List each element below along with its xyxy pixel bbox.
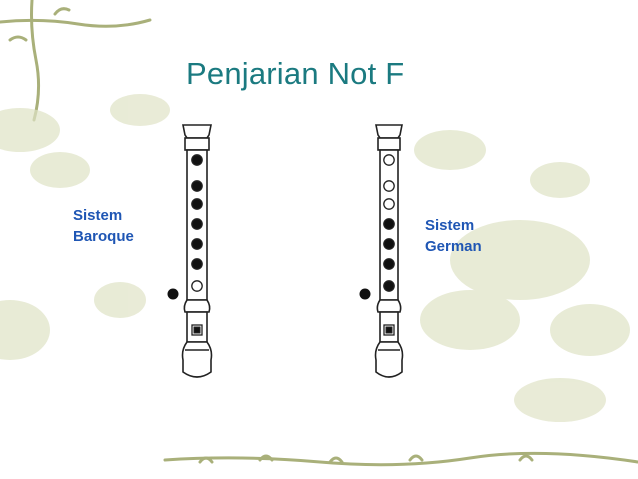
closed-hole xyxy=(191,154,203,166)
vine-bottom xyxy=(163,451,638,467)
label-german-line2: German xyxy=(425,238,482,255)
label-german-system: Sistem German xyxy=(425,215,482,257)
tone-holes xyxy=(167,154,203,336)
label-baroque-line1: Sistem xyxy=(73,207,123,224)
closed-hole xyxy=(383,218,395,230)
label-german-line1: Sistem xyxy=(425,217,475,234)
recorder-joint xyxy=(183,299,211,313)
leaf-cluster-left xyxy=(0,94,170,360)
closed-hole xyxy=(191,218,203,230)
label-baroque-line2: Baroque xyxy=(73,228,134,245)
closed-hole xyxy=(191,198,203,210)
vine-top-left xyxy=(0,0,152,122)
open-hole xyxy=(383,154,395,166)
thumb-hole-closed xyxy=(167,288,179,300)
closed-hole xyxy=(193,326,201,334)
closed-hole xyxy=(383,238,395,250)
recorder-head-ring xyxy=(377,137,401,151)
closed-hole xyxy=(191,180,203,192)
closed-hole xyxy=(191,258,203,270)
closed-hole xyxy=(385,326,393,334)
closed-hole xyxy=(191,238,203,250)
recorder-bell xyxy=(374,341,404,378)
recorder-bell xyxy=(181,341,213,378)
thumb-hole-closed xyxy=(359,288,371,300)
recorder-head-ring xyxy=(184,137,210,151)
closed-hole xyxy=(383,280,395,292)
closed-hole xyxy=(383,258,395,270)
recorder-head xyxy=(375,124,403,139)
recorder-head xyxy=(182,124,212,139)
label-baroque-system: Sistem Baroque xyxy=(73,205,134,247)
recorder-german xyxy=(359,124,404,378)
open-hole xyxy=(383,198,395,210)
recorder-baroque xyxy=(167,124,213,378)
slide-title: Penjarian Not F xyxy=(186,56,405,91)
leaf-cluster-right xyxy=(414,130,630,422)
recorder-joint xyxy=(376,299,402,313)
tone-holes xyxy=(359,154,395,336)
open-hole xyxy=(383,180,395,192)
open-hole xyxy=(191,280,203,292)
